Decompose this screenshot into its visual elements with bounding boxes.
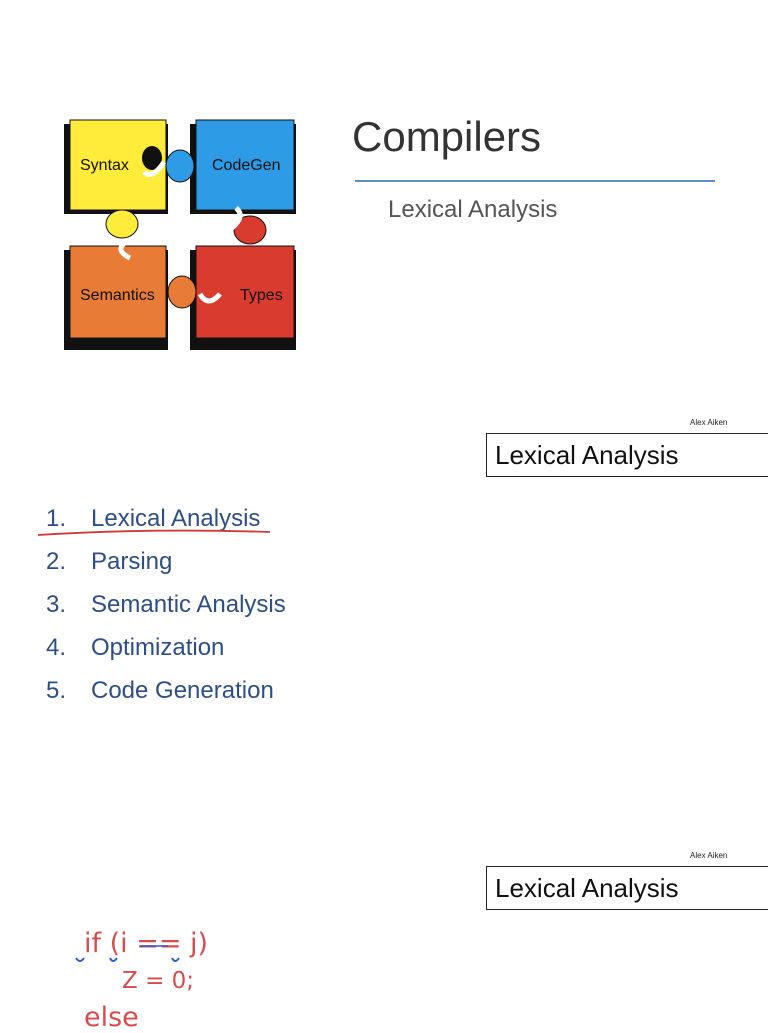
slide-title: Compilers — [352, 113, 542, 160]
types-piece — [195, 245, 295, 339]
list-item: 5. Code Generation — [46, 672, 286, 715]
title-divider — [355, 180, 715, 182]
syntax-gap — [142, 160, 167, 177]
syntax-notch — [142, 146, 162, 170]
list-item: 4. Optimization — [46, 629, 286, 672]
codegen-piece — [195, 119, 295, 211]
types-knob — [233, 215, 267, 245]
slide-subtitle: Lexical Analysis — [388, 196, 558, 223]
author-credit: Alex Aiken — [690, 418, 728, 427]
list-item-number: 1. — [46, 505, 67, 532]
codegen-knob — [165, 149, 195, 183]
list-item: 3. Semantic Analysis — [46, 586, 286, 629]
list-item-label: Semantic Analysis — [91, 591, 286, 618]
semantics-label: Semantics — [80, 287, 155, 304]
code-line-else: else — [84, 1002, 139, 1033]
slide-header: Lexical Analysis — [486, 866, 768, 910]
types-label: Types — [240, 287, 283, 304]
semantics-knob — [167, 275, 197, 309]
list-item-number: 4. — [46, 634, 67, 661]
code-line-if: if (i == j) — [84, 928, 209, 959]
author-credit: Alex Aiken — [690, 851, 728, 860]
codegen-gap — [230, 206, 243, 230]
whitespace-mark-1 — [75, 957, 85, 962]
slide-header: Lexical Analysis — [486, 433, 768, 477]
list-item-number: 3. — [46, 591, 67, 618]
syntax-knob — [105, 209, 139, 239]
semantics-gap — [118, 239, 132, 261]
compiler-phase-list: 1. Lexical Analysis 2. Parsing 3. Semantic … — [46, 500, 286, 715]
list-item-label: Optimization — [91, 634, 225, 661]
compiler-puzzle-logo: Syntax CodeGen Semantics Types — [64, 119, 296, 350]
semantics-piece — [69, 245, 167, 339]
syntax-label: Syntax — [80, 157, 129, 174]
list-item: 2. Parsing — [46, 543, 286, 586]
types-gap — [197, 292, 222, 304]
list-item-label: Lexical Analysis — [91, 505, 261, 532]
list-item-label: Code Generation — [91, 677, 274, 704]
list-item: 1. Lexical Analysis — [46, 500, 286, 543]
list-item-number: 5. — [46, 677, 67, 704]
list-item-label: Parsing — [91, 548, 173, 575]
code-line-assign: Z = 0; — [122, 968, 195, 994]
codegen-label: CodeGen — [212, 157, 281, 174]
list-item-number: 2. — [46, 548, 67, 575]
